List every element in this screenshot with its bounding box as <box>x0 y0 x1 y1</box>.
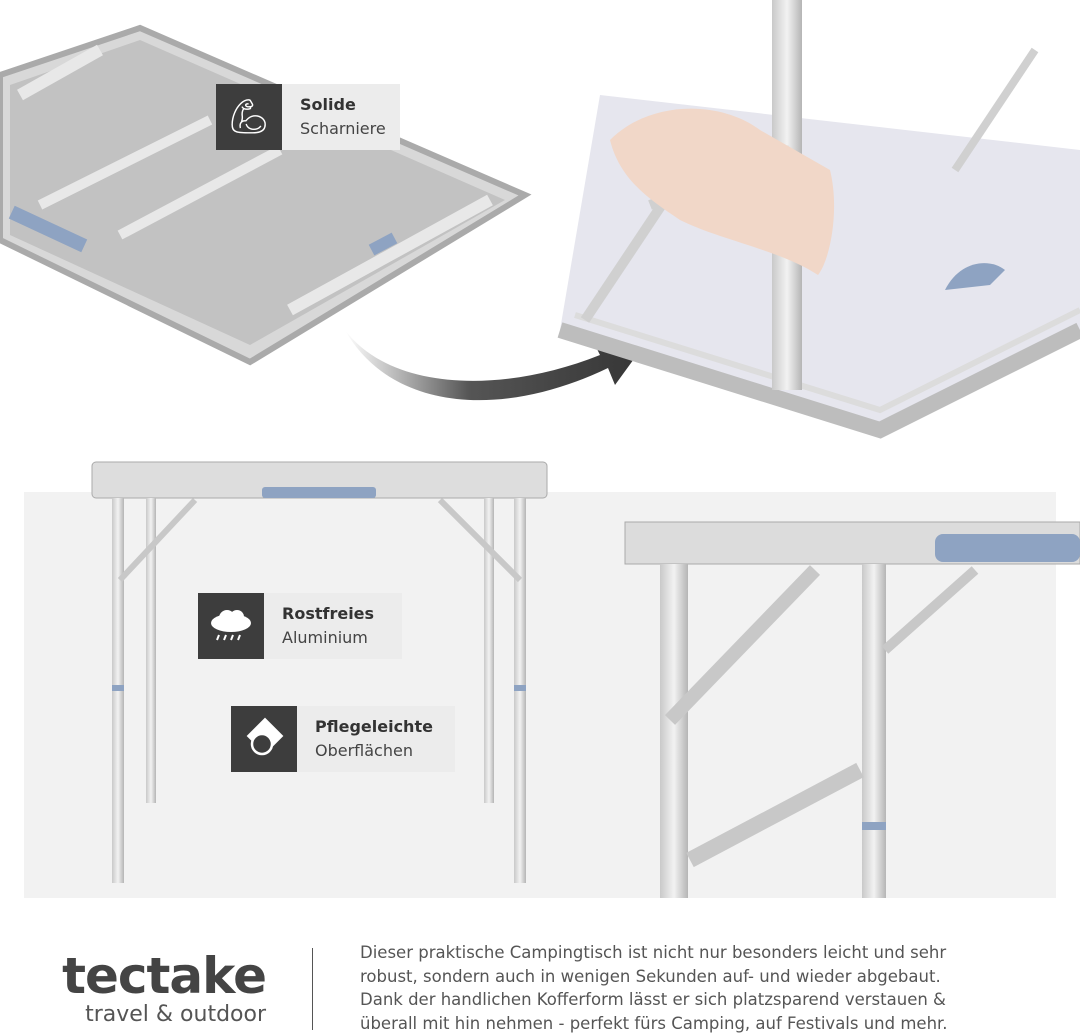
product-photos <box>0 0 1080 898</box>
flexed-arm-icon: 💪︎ <box>216 84 282 150</box>
brand-name: tectake <box>62 947 267 1005</box>
description-line: Dieser praktische Campingtisch ist nicht… <box>360 943 947 962</box>
badge-title: Pflegeleichte <box>315 717 433 736</box>
badge-title: Solide <box>300 95 356 114</box>
folded-table-photo <box>0 24 532 366</box>
wiping-hand-icon <box>231 706 297 772</box>
divider <box>312 948 313 1030</box>
description-line: Dank der handlichen Kofferform lässt er … <box>360 990 946 1009</box>
brand-logo: tectake travel & outdoor <box>56 947 267 1028</box>
product-description: Dieser praktische Campingtisch ist nicht… <box>360 941 1060 1035</box>
standing-table-photo <box>91 461 548 883</box>
badge-subtitle: Oberflächen <box>315 741 413 760</box>
rain-cloud-icon <box>198 593 264 659</box>
description-line: robust, sondern auch in wenigen Sekunden… <box>360 966 941 986</box>
badge-subtitle: Aluminium <box>282 628 368 647</box>
arrow-graphic <box>345 330 655 401</box>
brand-tagline: travel & outdoor <box>85 1002 266 1027</box>
description-line: überall mit hin nehmen - perfekt fürs Ca… <box>360 1013 948 1033</box>
leg-closeup-photo <box>624 521 1080 898</box>
badge-title: Rostfreies <box>282 604 375 623</box>
table-leg-photo <box>557 0 1080 439</box>
badge-subtitle: Scharniere <box>300 119 386 138</box>
